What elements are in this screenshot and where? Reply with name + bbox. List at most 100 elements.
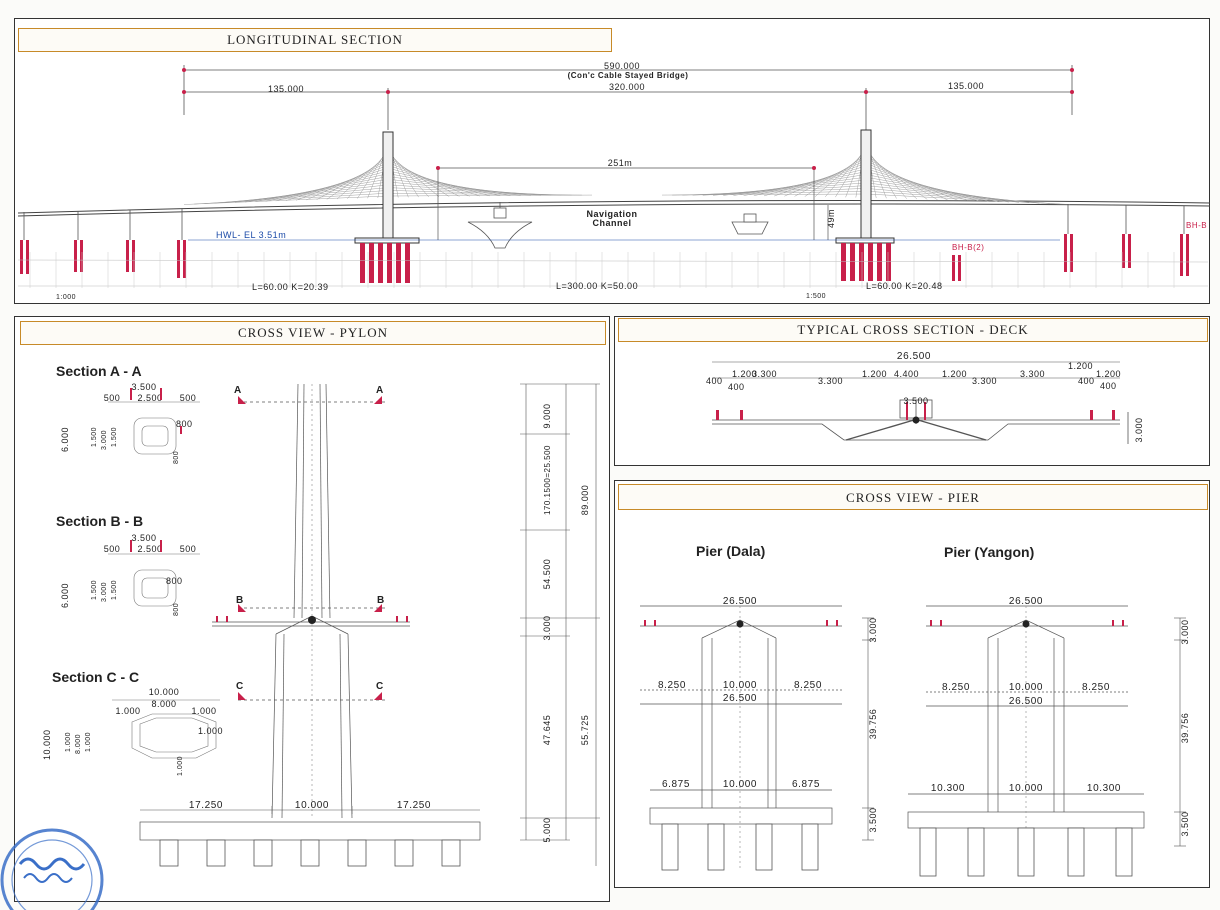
c-dim-8: 1.000 — [85, 732, 92, 752]
deck-d13: 400 — [1100, 381, 1117, 391]
navigation-label: Navigation — [586, 209, 637, 219]
station-right: L=60.00 K=20.48 — [866, 281, 943, 291]
deck-d8: 1.200 — [942, 369, 967, 379]
pier-yangon-piles — [919, 827, 1133, 877]
yangon-h-mid: 39.756 — [1180, 713, 1190, 744]
pylon-elevation — [139, 383, 481, 841]
approach-piers — [23, 204, 1185, 240]
b-dim-1: 500 — [104, 544, 121, 554]
yangon-cap-l: 8.250 — [942, 682, 970, 693]
pier-dala-label: Pier (Dala) — [696, 543, 765, 559]
base-mid: 10.000 — [295, 800, 329, 811]
mark-c-right: C — [376, 681, 384, 692]
deck-title: TYPICAL CROSS SECTION - DECK — [618, 318, 1208, 342]
b-dim-6: 1.500 — [91, 580, 98, 600]
b-dim-8: 1.500 — [111, 580, 118, 600]
b-dim-3: 500 — [180, 544, 197, 554]
deck-d9: 3.300 — [972, 376, 997, 386]
section-b-drawing — [108, 553, 200, 607]
yangon-top: 26.500 — [1009, 596, 1043, 607]
yangon-h-top: 3.000 — [1180, 619, 1190, 644]
c-dim-top: 10.000 — [149, 687, 180, 697]
b-dim-4: 800 — [166, 576, 183, 586]
official-seal-icon — [0, 828, 104, 910]
a-dim-8: 1.500 — [111, 427, 118, 447]
deck-d14: 1.200 — [1096, 369, 1121, 379]
a-dim-3: 500 — [180, 393, 197, 403]
deck-d4: 3.300 — [752, 369, 777, 379]
a-dim-4: 800 — [176, 419, 193, 429]
dala-cap-m: 10.000 — [723, 680, 757, 691]
mark-b-right: B — [377, 595, 385, 606]
yangon-cap-m: 10.000 — [1009, 682, 1043, 693]
borehole-label: BH-B(2) — [952, 243, 984, 252]
dala-h-top: 3.000 — [868, 617, 878, 642]
c-dim-5: 10.000 — [42, 729, 52, 760]
v-total-lower: 55.725 — [580, 715, 590, 746]
station-left: L=60.00 K=20.39 — [252, 282, 329, 292]
c-dim-3: 1.000 — [191, 706, 216, 716]
c-dim-1: 1.000 — [115, 706, 140, 716]
section-a-drawing — [108, 401, 200, 455]
section-c-drawing — [112, 699, 220, 759]
hwl-label: HWL- EL 3.51m — [216, 230, 286, 240]
side-span-right: 135.000 — [948, 81, 984, 91]
longitudinal-title: LONGITUDINAL SECTION — [18, 28, 612, 52]
clearance-dim — [437, 167, 815, 240]
mark-a-left: A — [234, 385, 242, 396]
v-upper: 170.1500=25.500 — [543, 445, 552, 515]
b-dim-top: 3.500 — [131, 533, 156, 543]
dala-base-m: 10.000 — [723, 779, 757, 790]
dala-h-base: 3.500 — [868, 807, 878, 832]
a-dim-1: 500 — [104, 393, 121, 403]
deck-total: 26.500 — [897, 351, 931, 362]
pylon-title: CROSS VIEW - PYLON — [20, 321, 606, 345]
pier-panel — [614, 480, 1210, 888]
deck-d1: 1.200 — [732, 369, 757, 379]
a-dim-top: 3.500 — [131, 382, 156, 392]
yangon-base-r: 10.300 — [1087, 783, 1121, 794]
a-dim-2: 2.500 — [137, 393, 162, 403]
yangon-base-l: 10.300 — [931, 783, 965, 794]
dala-h-mid: 39.756 — [868, 709, 878, 740]
section-b-label: Section B - B — [56, 513, 143, 529]
pier-dala-drawing — [640, 605, 842, 870]
riverbed-grid — [17, 259, 1209, 287]
mark-b-left: B — [236, 595, 244, 606]
dala-vertical-dims — [862, 617, 874, 841]
b-dim-9: 800 — [173, 603, 180, 616]
v-mid: 54.500 — [542, 559, 552, 590]
vertical-clearance: 49m — [826, 209, 836, 228]
v-total-upper: 89.000 — [580, 485, 590, 516]
pier-dala-piles — [661, 823, 819, 871]
dala-cap-total: 26.500 — [723, 693, 757, 704]
b-dim-2: 2.500 — [137, 544, 162, 554]
pylon-foundations — [354, 237, 895, 283]
deck-core: 3.500 — [903, 396, 928, 406]
pylon-piles — [159, 839, 461, 867]
section-c-label: Section C - C — [52, 669, 139, 685]
channel-label: Channel — [592, 218, 631, 228]
v-deck: 3.000 — [542, 615, 552, 640]
boat-icon — [731, 213, 769, 235]
b-dim-5: 6.000 — [60, 583, 70, 608]
section-a-label: Section A - A — [56, 363, 142, 379]
longitudinal-panel — [14, 18, 1210, 304]
deck-d10: 3.300 — [1020, 369, 1045, 379]
dala-base-r: 6.875 — [792, 779, 820, 790]
side-span-left: 135.000 — [268, 84, 304, 94]
total-length: 590.000 — [604, 61, 640, 71]
a-dim-6: 1.500 — [91, 427, 98, 447]
dala-base-l: 6.875 — [662, 779, 690, 790]
approach-piles — [20, 234, 1189, 281]
deck-d5: 3.300 — [818, 376, 843, 386]
scale-left: 1:000 — [56, 294, 76, 301]
a-dim-7: 3.000 — [101, 430, 108, 450]
yangon-h-base: 3.500 — [1180, 811, 1190, 836]
ship-icon — [467, 202, 533, 249]
deck-d6: 1.200 — [862, 369, 887, 379]
station-mid: L=300.00 K=50.00 — [556, 281, 638, 291]
c-dim-7: 8.000 — [75, 734, 82, 754]
yangon-cap-total: 26.500 — [1009, 696, 1043, 707]
